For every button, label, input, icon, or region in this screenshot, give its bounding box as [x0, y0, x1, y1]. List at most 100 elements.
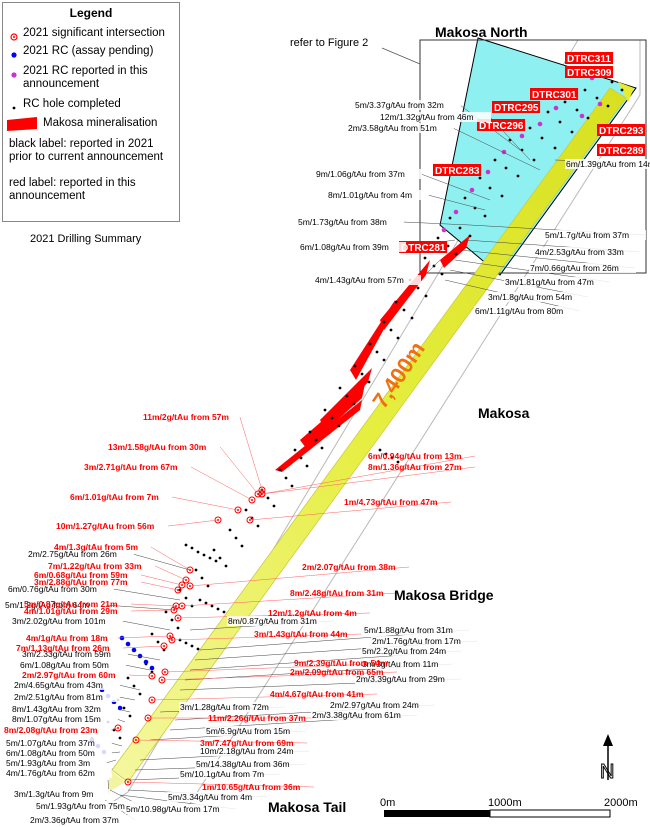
black-label-bg — [5, 738, 112, 748]
rc-hole-completed — [218, 556, 222, 560]
red-label-leader — [261, 455, 476, 495]
black-label-leader — [110, 751, 121, 754]
red-label-leader — [190, 466, 253, 501]
rc-hole-assay-pending — [137, 653, 143, 659]
scale-label-0: 0m — [380, 797, 395, 809]
black-label-leader — [121, 620, 171, 631]
rc-hole-completed — [367, 380, 371, 384]
black-label-bg — [361, 646, 463, 656]
black-label-leader — [116, 708, 131, 713]
significant-intersection-marker — [214, 516, 222, 524]
black-label-bg — [11, 714, 118, 724]
black-intercept-label: 5m/1.93g/tAu from 3m — [6, 758, 90, 768]
legend-item-reported: 2021 RC reported in this announcement — [23, 65, 148, 90]
black-intercept-label: 3m/2.33g/tAu from 59m — [22, 649, 111, 659]
red-label-leader — [161, 671, 398, 681]
hole-id-label: DTRC296 — [479, 121, 524, 132]
black-label-bg — [179, 769, 281, 779]
black-label-bg — [354, 100, 461, 110]
black-label-bg — [529, 263, 636, 273]
black-label-bg — [311, 710, 418, 720]
rc-hole-completed — [156, 640, 160, 644]
black-label-bg — [297, 217, 404, 227]
red-label-leader — [135, 739, 308, 744]
red-label-leader — [171, 496, 239, 511]
rc-hole-completed — [216, 607, 220, 611]
rc-hole-completed — [448, 216, 452, 220]
black-label-bg — [125, 804, 237, 814]
rc-hole-completed — [196, 647, 200, 651]
rc-hole-completed — [290, 484, 294, 488]
legend-item-pending: 2021 RC (assay pending) — [23, 45, 154, 57]
black-intercept-label: 5m/14.38g/tAu from 36m — [196, 759, 290, 769]
black-label-leader — [452, 127, 541, 171]
black-intercept-label: 5m/1.88g/tAu from 31m — [364, 625, 453, 635]
rc-hole-completed — [528, 126, 532, 130]
black-label-bg — [363, 625, 470, 635]
rc-hole-completed — [228, 528, 232, 532]
black-label-bg — [167, 792, 269, 802]
black-label-bg — [7, 584, 114, 594]
black-label-leader — [118, 696, 136, 701]
black-label-bg — [329, 700, 436, 710]
significant-intersection-marker — [258, 490, 266, 498]
black-intercept-label: 5m/1.7g/tAu from 37m — [545, 230, 629, 240]
rc-hole-reported — [597, 101, 603, 107]
legend-item-mineralisation: Makosa mineralisation — [43, 117, 158, 129]
rc-hole-completed — [410, 316, 414, 320]
rc-hole-completed — [389, 328, 393, 332]
black-intercept-label: 3m/1.28g/tAu from 72m — [180, 702, 269, 712]
rc-hole-completed — [198, 598, 202, 602]
rc-hole-completed — [396, 336, 400, 340]
significant-intersection-marker — [234, 506, 242, 514]
rc-hole-completed — [353, 364, 357, 368]
rc-hole-completed — [586, 116, 590, 120]
red-intercept-label: 11m/2g/tAu from 57m — [143, 412, 229, 422]
black-label-bg — [205, 726, 307, 736]
red-intercept-label: 1m/10.65g/tAu from 36m — [202, 782, 301, 792]
rc-hole-completed — [546, 110, 550, 114]
rc-hole-completed — [390, 456, 394, 460]
rc-hole-completed — [126, 676, 130, 680]
rc-hole-completed — [500, 194, 504, 198]
rc-hole-completed — [337, 424, 341, 428]
red-intercept-label: 2m/2.07g/tAu from 38m — [302, 562, 396, 572]
black-label-bg — [315, 169, 422, 179]
rc-hole-assay-pending — [125, 641, 131, 647]
rc-hole-completed — [208, 556, 212, 560]
black-label-leader — [110, 742, 123, 747]
rc-hole-completed — [184, 641, 188, 645]
reported-hole-icon — [9, 67, 19, 85]
black-label-bg — [11, 616, 123, 626]
rc-hole-reported — [469, 187, 475, 193]
rc-hole-completed — [532, 158, 536, 162]
scale-bar: 0m 1000m 2000m — [380, 797, 638, 818]
legend-red-label-note: red label: reported in this announcement — [9, 177, 136, 202]
black-label-bg — [13, 692, 120, 702]
black-label-bg — [371, 636, 478, 646]
black-intercept-label: 2m/2.75g/tAu from 26m — [28, 549, 117, 559]
hole-id-label: DTRC293 — [599, 126, 644, 137]
black-label-bg — [565, 159, 650, 169]
red-label-leader — [189, 566, 410, 587]
rc-hole-reported — [441, 227, 447, 233]
black-label-bg — [474, 306, 581, 316]
rc-hole-completed — [620, 88, 624, 92]
significant-intersection-marker — [248, 496, 256, 504]
black-label-bg — [5, 748, 112, 758]
hole-id-box — [597, 124, 646, 136]
black-intercept-label: 5m/1.2g/tAu from 64m — [5, 600, 89, 610]
black-label-bg — [314, 275, 421, 285]
black-intercept-label: 6m/1.11g/tAu from 80m — [475, 306, 563, 316]
black-label-leader — [105, 759, 117, 764]
black-intercept-label: 2m/2.51g/tAu from 81m — [14, 692, 103, 702]
rc-hole-completed — [212, 548, 216, 552]
black-intercept-label: 5m/2.2g/tAu from 24m — [362, 646, 446, 656]
black-label-bg — [179, 702, 286, 712]
red-label-leader — [131, 609, 175, 612]
black-label-leader — [419, 259, 441, 281]
rc-hole-completed — [540, 136, 544, 140]
black-intercept-label: 4m/2.53g/tAu from 33m — [535, 247, 624, 257]
rc-hole-completed — [478, 176, 482, 180]
rc-hole-completed — [305, 464, 309, 468]
